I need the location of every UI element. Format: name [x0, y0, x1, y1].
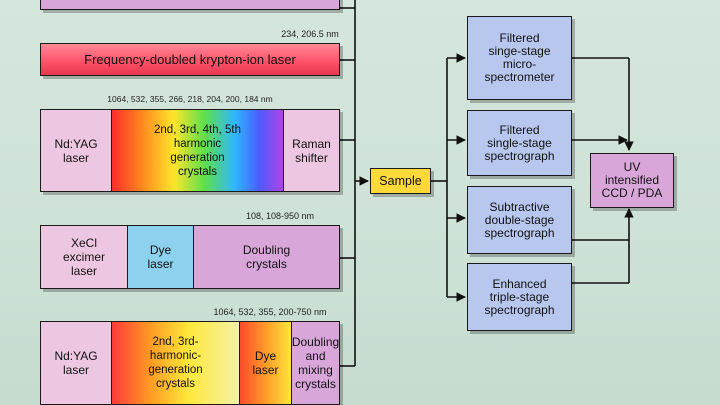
krypton-ion-laser-box: Frequency-doubled krypton-ion laser — [40, 43, 340, 76]
ndyag-dye-source-box: Nd:YAG laser 2nd, 3rd- harmonic- generat… — [40, 321, 340, 405]
sample-box: Sample — [370, 168, 431, 194]
wavelength-label-ndyag-raman: 1064, 532, 355, 266, 218, 204, 200, 184 … — [107, 94, 273, 104]
dye-laser-2-label: Dye laser — [239, 322, 291, 404]
xecl-excimer-laser-label: XeCl excimer laser — [41, 226, 127, 288]
spectrometer-single-stage: Filtered single-stage spectrograph — [467, 110, 572, 176]
ndyag-laser-label: Nd:YAG laser — [54, 136, 98, 165]
raman-shifter-label: Raman shifter — [283, 110, 339, 191]
xecl-source-box: XeCl excimer laser Dye laser Doubling cr… — [40, 225, 340, 289]
dye-laser-label: Dye laser — [127, 226, 193, 288]
ndyag-raman-source-box: Nd:YAG laser 2nd, 3rd, 4th, 5th harmonic… — [40, 109, 340, 192]
uv-intensified-detector: UV intensified CCD / PDA — [590, 153, 674, 208]
top-source-box — [40, 0, 340, 10]
spectrometer-microspectrometer: Filtered singe-stage micro- spectrometer — [467, 16, 572, 100]
wavelength-label-ndyag-dye: 1064, 532, 355, 200-750 nm — [213, 307, 327, 317]
krypton-ion-laser-label: Frequency-doubled krypton-ion laser — [84, 51, 296, 67]
spectrometer-triple-stage: Enhanced triple-stage spectrograph — [467, 263, 572, 331]
harmonic-crystals-label: 2nd, 3rd, 4th, 5th harmonic generation c… — [111, 110, 283, 191]
wavelength-label-xecl: 108, 108-950 nm — [245, 211, 315, 221]
harmonic-crystals-2-label: 2nd, 3rd- harmonic- generation crystals — [111, 322, 239, 404]
spectrometer-double-stage: Subtractive double-stage spectrograph — [467, 186, 572, 254]
doubling-crystals-label: Doubling crystals — [193, 226, 339, 288]
sample-label: Sample — [379, 174, 422, 188]
ndyag-laser-2-label: Nd:YAG laser — [41, 322, 111, 404]
wavelength-label-krypton: 234, 206.5 nm — [281, 29, 339, 39]
mixing-crystals-label: Doubling and mixing crystals — [291, 322, 339, 404]
